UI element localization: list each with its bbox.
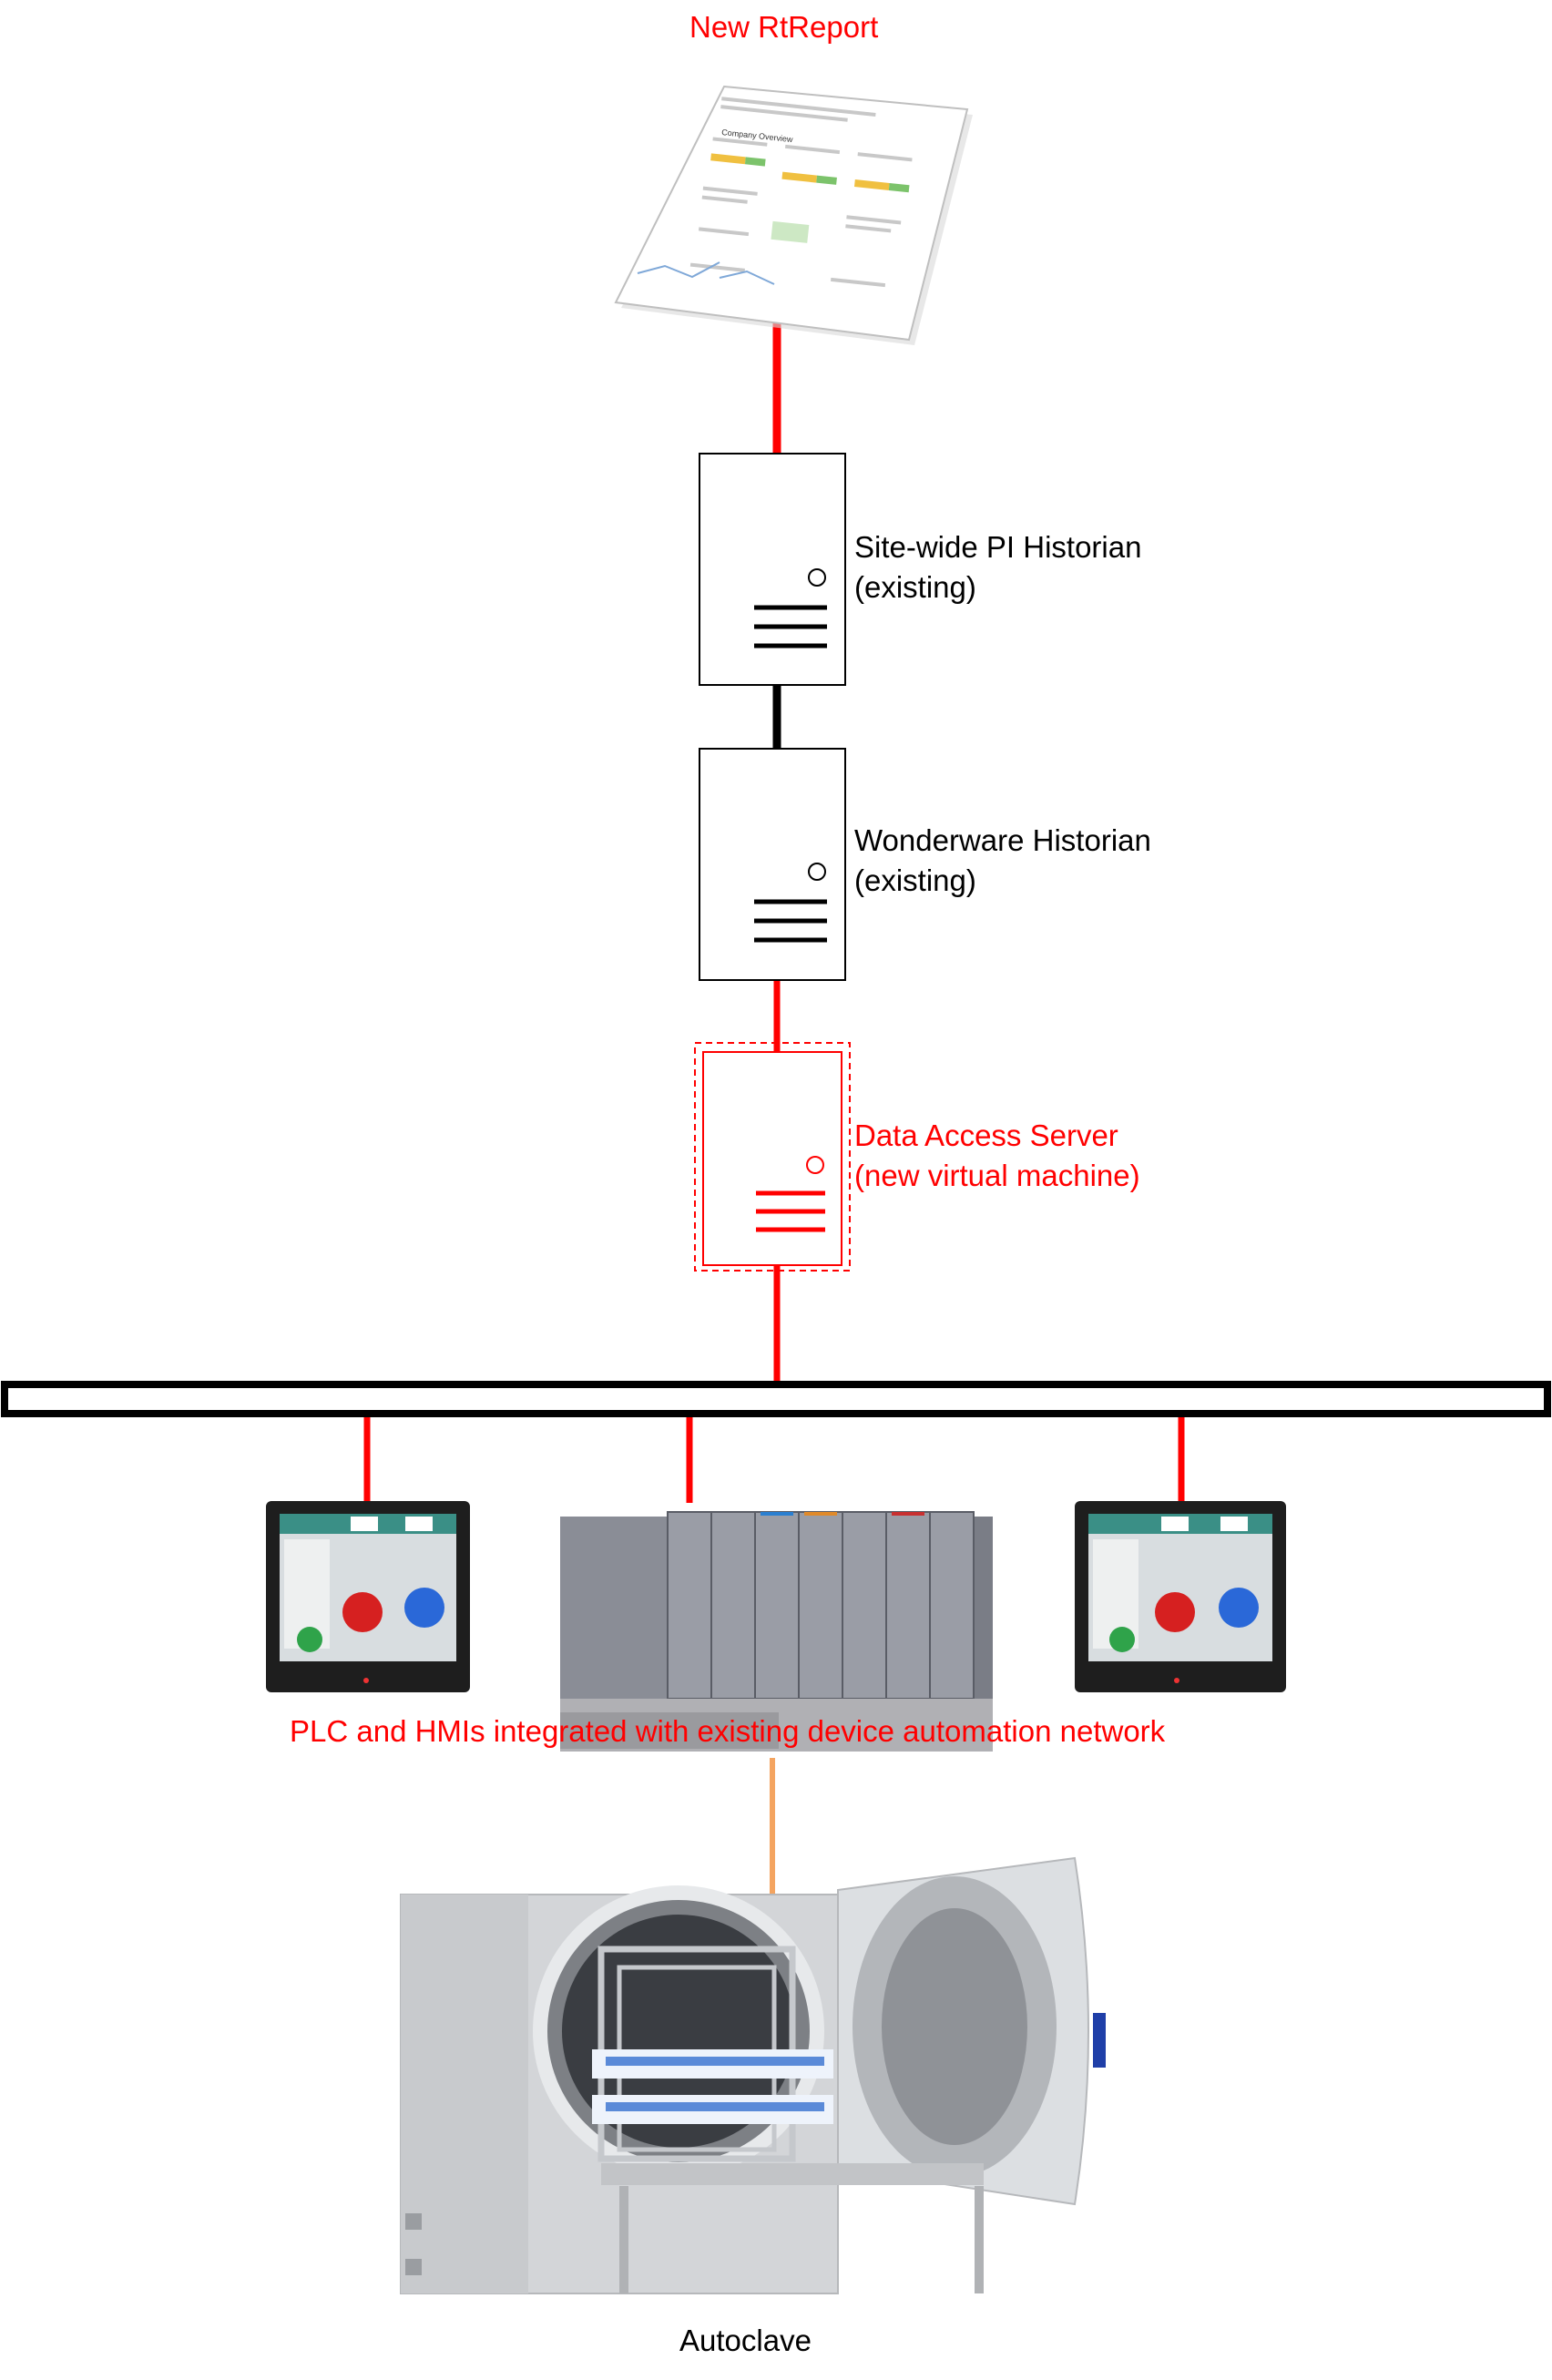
data-access-server-label: Data Access Server (new virtual machine) [854, 1116, 1140, 1196]
hmi-panel-left [266, 1501, 470, 1692]
plc-rack [560, 1511, 993, 1752]
pi-historian-label: Site-wide PI Historian (existing) [854, 527, 1141, 608]
network-caption: PLC and HMIs integrated with existing de… [290, 1714, 1166, 1748]
report-title: New RtReport [689, 10, 879, 44]
pi-historian-status: (existing) [854, 570, 976, 604]
hmi-panel-right [1075, 1501, 1286, 1692]
wonderware-historian-name: Wonderware Historian [854, 823, 1151, 857]
data-access-server-name: Data Access Server [854, 1118, 1118, 1152]
autoclave-unit [400, 1856, 1106, 2294]
power-indicator-icon [808, 568, 826, 587]
wonderware-historian-label: Wonderware Historian (existing) [854, 821, 1151, 901]
wonderware-historian-server [699, 748, 846, 981]
power-indicator-icon [806, 1156, 824, 1174]
autoclave-label: Autoclave [679, 2324, 812, 2357]
pi-historian-name: Site-wide PI Historian [854, 530, 1142, 564]
report-document: Company Overview [614, 85, 973, 345]
pi-historian-server [699, 453, 846, 686]
automation-network-bus [1, 1381, 1551, 1417]
power-indicator-icon [808, 863, 826, 881]
wonderware-historian-status: (existing) [854, 863, 976, 897]
data-access-server [694, 1042, 851, 1272]
data-access-server-status: (new virtual machine) [854, 1159, 1140, 1192]
